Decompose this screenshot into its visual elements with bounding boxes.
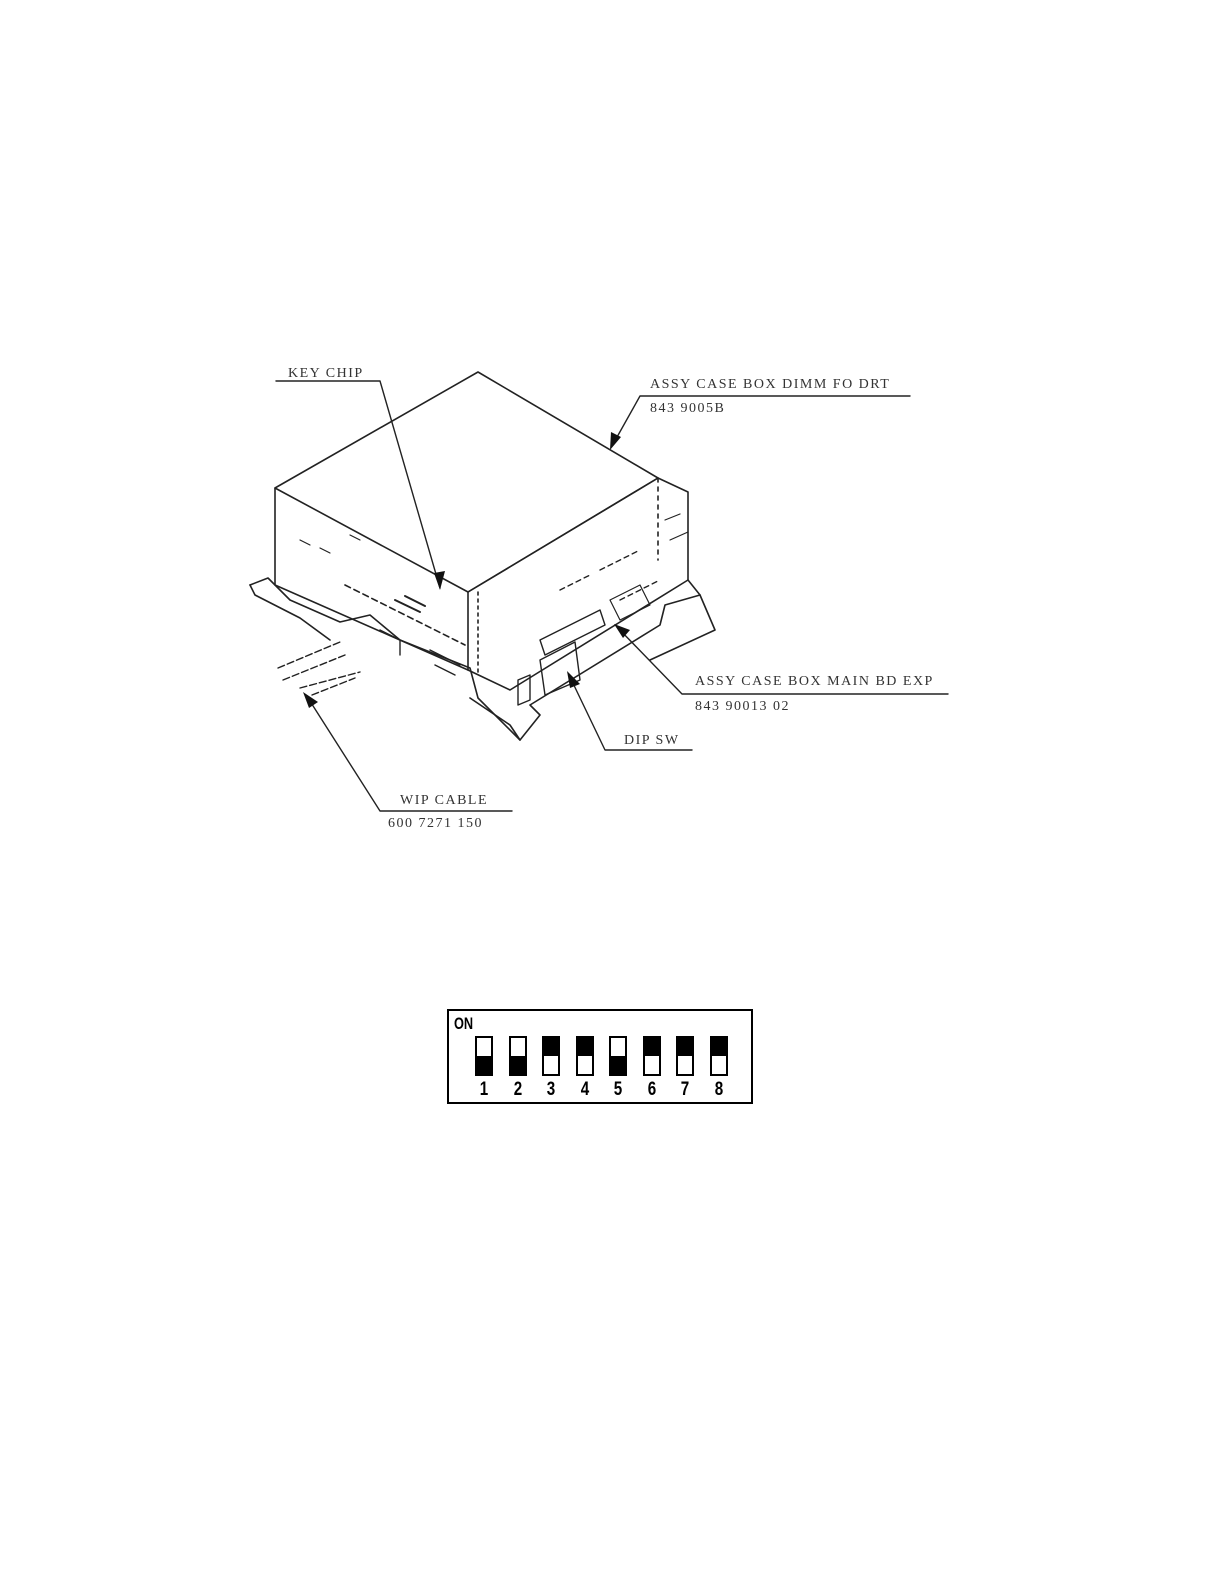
dip-switch-knob — [712, 1038, 726, 1056]
case-top-face — [275, 372, 658, 592]
dip-switch-number: 7 — [678, 1080, 692, 1100]
wip-cable — [278, 642, 360, 695]
dip-switch-3 — [542, 1036, 560, 1076]
callout-case-assy-part: 843 9005B — [650, 401, 725, 417]
dip-switch-7 — [676, 1036, 694, 1076]
dip-switch-5 — [609, 1036, 627, 1076]
dip-switch-1 — [475, 1036, 493, 1076]
dip-switch-knob — [511, 1056, 525, 1074]
dip-switch-number: 4 — [578, 1080, 592, 1100]
dip-switch-knob — [477, 1056, 491, 1074]
dip-switch-number: 5 — [611, 1080, 625, 1100]
dip-switch-8 — [710, 1036, 728, 1076]
dip-switch-knob — [645, 1038, 659, 1056]
dip-switch-number: 1 — [477, 1080, 491, 1100]
dip-switch-2 — [509, 1036, 527, 1076]
dip-switch-knob — [544, 1038, 558, 1056]
dip-switch-number: 8 — [712, 1080, 726, 1100]
dip-switch-6 — [643, 1036, 661, 1076]
callout-main-bd-part: 843 90013 02 — [695, 699, 790, 715]
dip-switch-number: 2 — [511, 1080, 525, 1100]
dip-switch-number: 6 — [645, 1080, 659, 1100]
dip-switch-knob — [611, 1056, 625, 1074]
callout-main-bd-title: ASSY CASE BOX MAIN BD EXP — [695, 674, 934, 690]
callout-key-chip: KEY CHIP — [288, 366, 364, 382]
callout-wip-cable-part: 600 7271 150 — [388, 816, 483, 832]
callout-dip-sw: DIP SW — [624, 733, 680, 749]
callout-wip-cable-title: WIP CABLE — [400, 793, 488, 809]
dip-switch-knob — [678, 1038, 692, 1056]
dip-on-label: ON — [454, 1014, 473, 1034]
callout-case-assy-title: ASSY CASE BOX DIMM FO DRT — [650, 377, 890, 393]
dip-switch-4 — [576, 1036, 594, 1076]
dip-switch-number: 3 — [544, 1080, 558, 1100]
dip-switch-knob — [578, 1038, 592, 1056]
